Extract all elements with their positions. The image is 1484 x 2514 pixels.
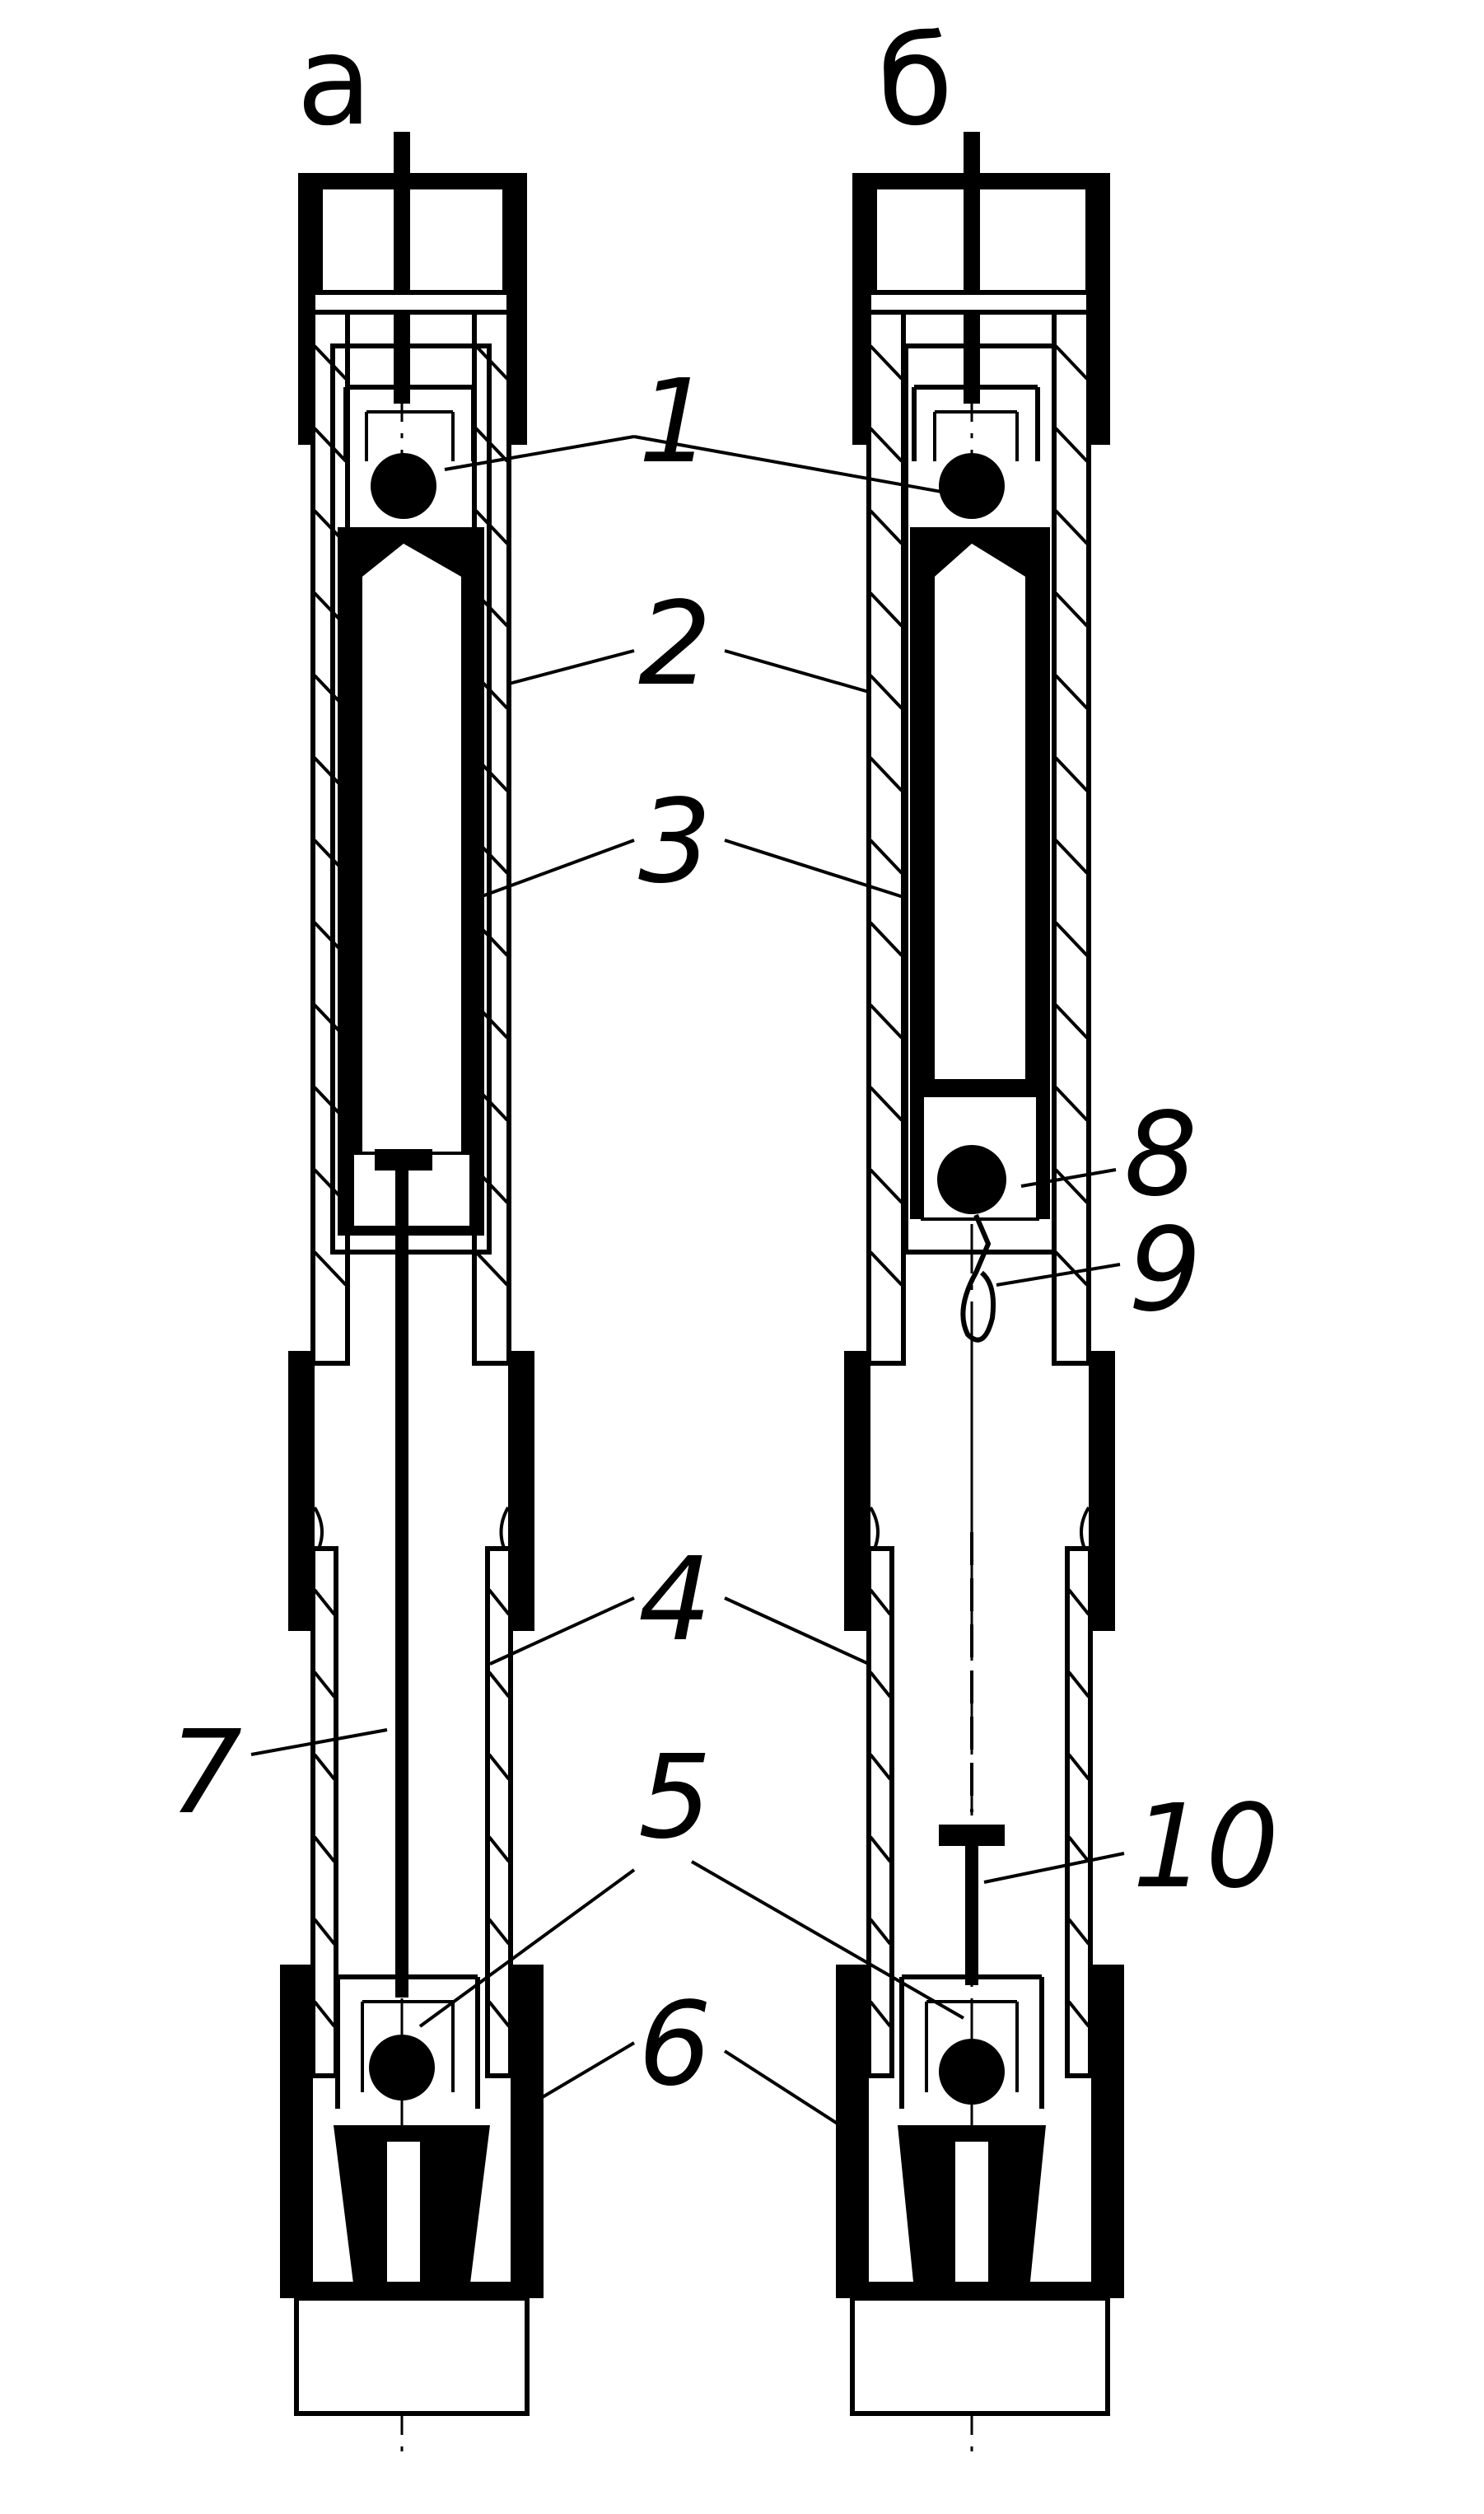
leader-4-a: [489, 1596, 635, 1666]
rod-head-a: [375, 1149, 432, 1171]
leader-1-b: [633, 435, 956, 496]
leader-lines: [250, 435, 1125, 2127]
callout-6: 6: [638, 1978, 712, 2112]
discharge-valve-a: [343, 385, 476, 519]
panel-label-b: б: [877, 10, 954, 153]
bottom-housing-a: [280, 1965, 544, 2416]
hook-9-b: [960, 1213, 996, 1343]
lower-tube-b: [866, 1546, 1093, 2078]
bottom-housing-b: [836, 1965, 1124, 2416]
leader-9-b: [996, 1263, 1121, 1287]
panel-label-a: а: [296, 10, 372, 153]
leader-10-b: [983, 1852, 1125, 1884]
callout-7: 7: [169, 1706, 242, 1840]
barrel-a: [330, 343, 492, 1255]
rod-top-a: [394, 132, 410, 404]
valve-ball-5-a: [369, 2035, 435, 2100]
leader-5-b: [691, 1860, 964, 2020]
callout-8: 8: [1124, 1088, 1197, 1222]
rod-7-a: [395, 1170, 408, 1998]
tubing-b: [866, 290, 1091, 1366]
leader-1-a: [444, 435, 635, 471]
callout-4: 4: [638, 1533, 712, 1667]
callout-2: 2: [638, 577, 712, 712]
leader-8-b: [1020, 1168, 1117, 1188]
panel-b: б: [836, 10, 1124, 2463]
leader-3-a: [477, 839, 635, 900]
leader-2-b: [724, 649, 870, 694]
leader-3-b: [724, 839, 907, 900]
barrel-b: [903, 343, 1057, 1255]
valve-ball-8-b: [937, 1145, 1006, 1214]
lower-tube-a: [310, 1546, 513, 2078]
rod-10-b: [939, 1825, 1005, 1985]
valve-ball-1-b: [939, 453, 1005, 519]
valve-ball-1-a: [371, 453, 436, 519]
suction-valve-a: [335, 1974, 480, 2109]
callout-5: 5: [638, 1731, 712, 1865]
plunger-b: [910, 527, 1050, 1221]
leader-2-a: [508, 649, 635, 685]
leader-6-b: [723, 2049, 842, 2127]
leader-7-a: [250, 1728, 388, 1756]
rod-top-b: [964, 132, 980, 404]
valve-ball-5-b: [939, 2039, 1005, 2105]
discharge-valve-b: [912, 385, 1040, 519]
leader-4-b: [724, 1596, 870, 1666]
callout-1: 1: [638, 355, 712, 489]
callout-9: 9: [1128, 1203, 1202, 1338]
panel-a: а: [280, 10, 544, 2463]
leader-5-a: [418, 1868, 636, 2028]
mid-coupling-b: [844, 1351, 1115, 1631]
leader-6-a: [521, 2041, 636, 2110]
suction-valve-b: [899, 1974, 1044, 2109]
callout-numbers: 1 2 3 4 5 6 7 8 9 10: [169, 355, 1279, 2112]
callout-10: 10: [1132, 1780, 1279, 1914]
plunger-a: [338, 527, 484, 1236]
callout-3: 3: [638, 775, 712, 909]
